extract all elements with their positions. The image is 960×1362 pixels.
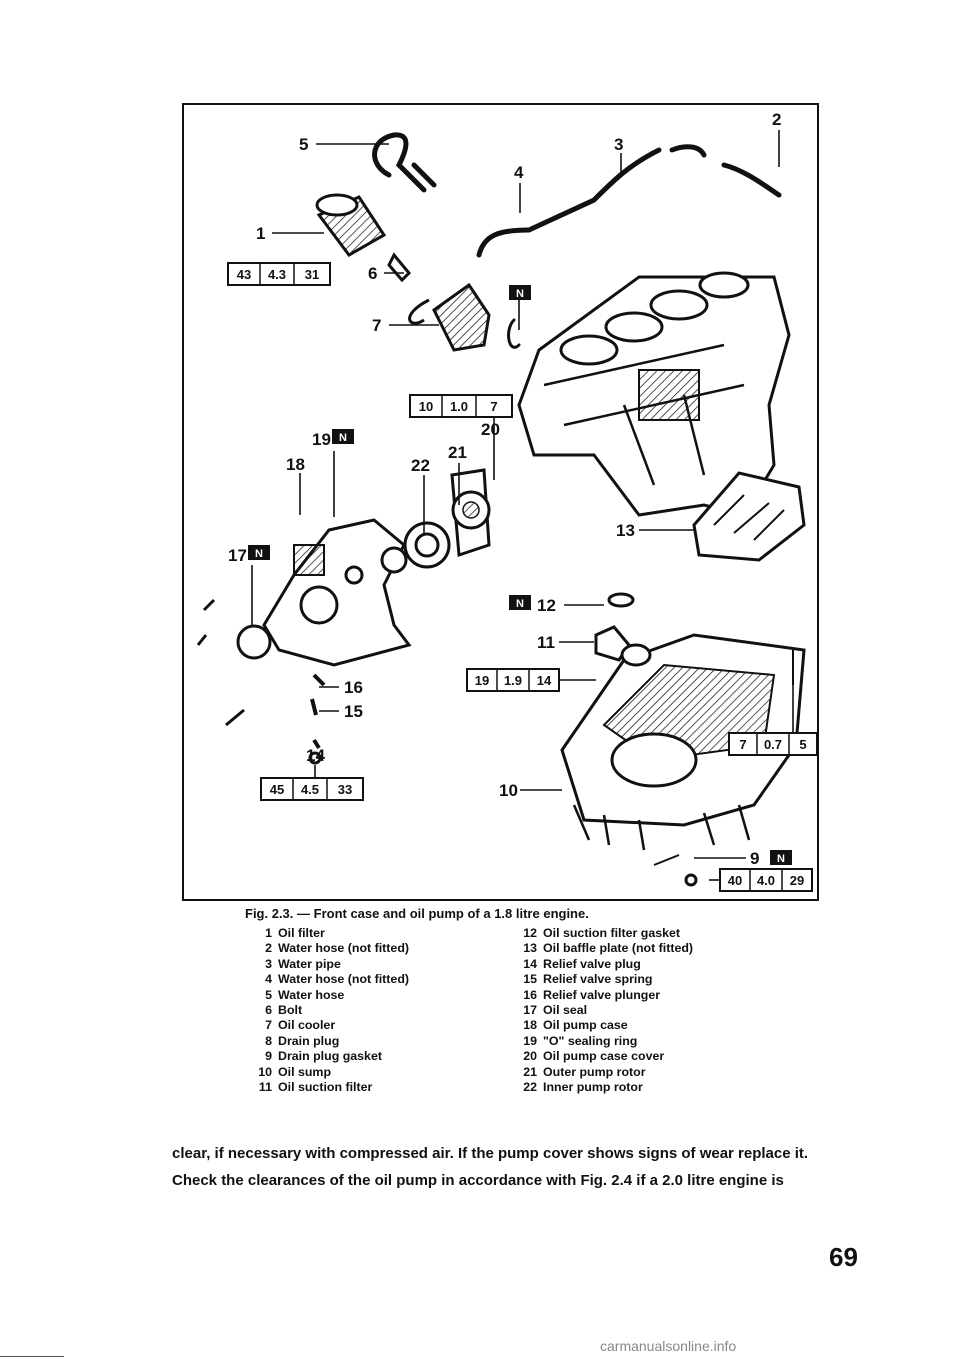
- part-label-18: 18: [286, 455, 305, 474]
- figure-frame: 5 2 3 4 1 6 7 20 21 22 19 18 17 13 12 11…: [182, 103, 819, 901]
- part-label-10: 10: [499, 781, 518, 800]
- svg-text:4.3: 4.3: [268, 267, 286, 282]
- part-label-22: 22: [411, 456, 430, 475]
- svg-text:4.5: 4.5: [301, 782, 319, 797]
- svg-text:N: N: [516, 288, 524, 300]
- part-label-1: 1: [256, 224, 265, 243]
- part-label-9: 9: [750, 849, 759, 868]
- svg-text:N: N: [777, 853, 785, 865]
- part-label-12: 12: [537, 596, 556, 615]
- hoses-illustration: [372, 132, 782, 349]
- svg-text:4.0: 4.0: [757, 873, 775, 888]
- svg-text:43: 43: [237, 267, 251, 282]
- svg-text:31: 31: [305, 267, 319, 282]
- svg-text:1.9: 1.9: [504, 673, 522, 688]
- torque-box-filter: 43 4.3 31: [227, 262, 331, 286]
- svg-text:7: 7: [490, 399, 497, 414]
- watermark: carmanualsonline.info: [600, 1338, 737, 1354]
- torque-box-suction: 19 1.9 14: [466, 668, 560, 692]
- svg-text:1.0: 1.0: [450, 399, 468, 414]
- part-label-7: 7: [372, 316, 381, 335]
- part-label-3: 3: [614, 135, 623, 154]
- body-paragraph: clear, if necessary with compressed air.…: [172, 1145, 809, 1162]
- svg-text:N: N: [255, 548, 263, 560]
- torque-box-baffle: 7 0.7 5: [728, 732, 817, 756]
- part-label-14: 14: [306, 746, 325, 765]
- small-parts-illustration: [196, 592, 794, 887]
- torque-box-plug: 45 4.5 33: [260, 777, 364, 801]
- body-paragraph: Check the clearances of the oil pump in …: [172, 1172, 784, 1189]
- svg-text:7: 7: [739, 737, 746, 752]
- svg-text:N: N: [516, 598, 524, 610]
- torque-box-cover: 10 1.0 7: [409, 394, 513, 418]
- oil-sump-illustration: [560, 633, 806, 851]
- pump-case-illustration: [236, 518, 412, 667]
- new-part-marks: N N N N N: [248, 285, 792, 865]
- part-label-20: 20: [481, 420, 500, 439]
- leader-lines: [251, 130, 794, 881]
- part-label-16: 16: [344, 678, 363, 697]
- part-label-11: 11: [537, 633, 555, 652]
- svg-text:10: 10: [419, 399, 433, 414]
- pump-rotors-illustration: [380, 468, 491, 574]
- part-label-17: 17: [228, 546, 247, 565]
- svg-text:19: 19: [475, 673, 489, 688]
- body-text: clear, if necessary with compressed air.…: [172, 1140, 872, 1194]
- part-label-4: 4: [514, 163, 524, 182]
- engine-block-illustration: [517, 271, 791, 517]
- exploded-diagram: 5 2 3 4 1 6 7 20 21 22 19 18 17 13 12 11…: [196, 110, 817, 892]
- svg-text:0.7: 0.7: [764, 737, 782, 752]
- part-label-5: 5: [299, 135, 308, 154]
- svg-text:40: 40: [728, 873, 742, 888]
- svg-text:29: 29: [790, 873, 804, 888]
- baffle-plate-illustration: [692, 471, 806, 562]
- svg-text:45: 45: [270, 782, 284, 797]
- part-label-6: 6: [368, 264, 377, 283]
- svg-text:33: 33: [338, 782, 352, 797]
- part-label-2: 2: [772, 110, 781, 129]
- part-label-15: 15: [344, 702, 363, 721]
- page-number: 69: [829, 1242, 858, 1272]
- part-label-21: 21: [448, 443, 467, 462]
- part-label-19: 19: [312, 430, 331, 449]
- corner-rule: [0, 1356, 64, 1357]
- filter-cooler-illustration: [315, 193, 491, 352]
- part-label-13: 13: [616, 521, 635, 540]
- torque-box-drain: 40 4.0 29: [719, 868, 813, 892]
- svg-text:5: 5: [799, 737, 806, 752]
- legend-item: 19"O" sealing ring: [523, 1033, 638, 1048]
- svg-text:N: N: [339, 432, 347, 444]
- figure-caption: Fig. 2.3. — Front case and oil pump of a…: [245, 906, 589, 921]
- svg-text:14: 14: [537, 673, 552, 688]
